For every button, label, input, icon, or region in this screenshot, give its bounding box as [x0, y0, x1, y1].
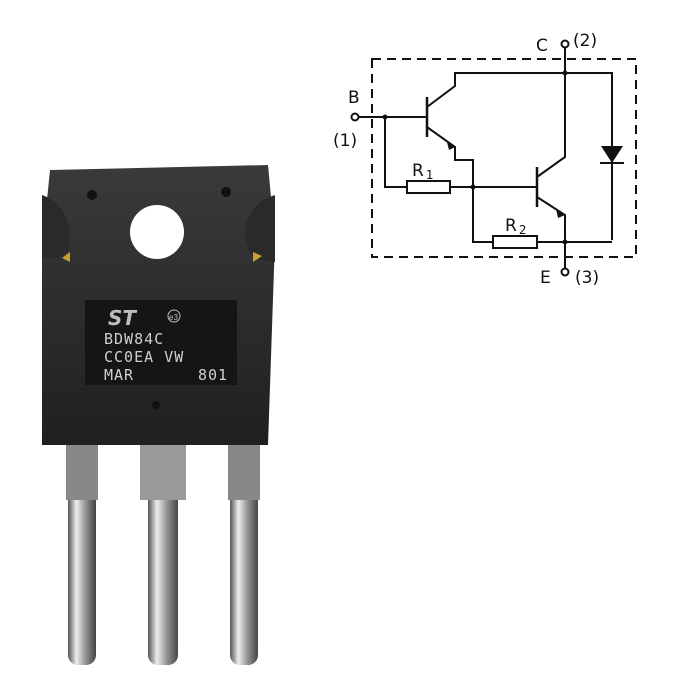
marking-line-3: MAR	[104, 366, 134, 384]
resistor-r1	[406, 180, 451, 194]
emitter-terminal	[560, 267, 570, 277]
collector-label: C	[536, 36, 548, 56]
mounting-hole	[130, 205, 184, 259]
collector-pin: (2)	[573, 31, 597, 51]
base-pin: (1)	[333, 131, 357, 151]
emitter-pin: (3)	[575, 268, 599, 288]
emitter-label: E	[540, 268, 551, 288]
marking-line-4: 801	[198, 366, 228, 384]
marking-line-1: BDW84C	[104, 330, 164, 348]
base-label: B	[348, 88, 360, 108]
package-outline	[371, 58, 637, 258]
svg-text:e3: e3	[169, 313, 178, 322]
marking-label	[85, 300, 237, 385]
brand-logo: ST	[108, 306, 137, 330]
resistor-r2	[492, 235, 538, 249]
collector-terminal	[560, 39, 570, 49]
ecopack-mark	[167, 309, 181, 323]
marking-line-2: CC0EA VW	[104, 348, 184, 366]
transistor-legs	[66, 440, 260, 665]
diode	[601, 146, 623, 163]
base-terminal	[350, 112, 360, 122]
